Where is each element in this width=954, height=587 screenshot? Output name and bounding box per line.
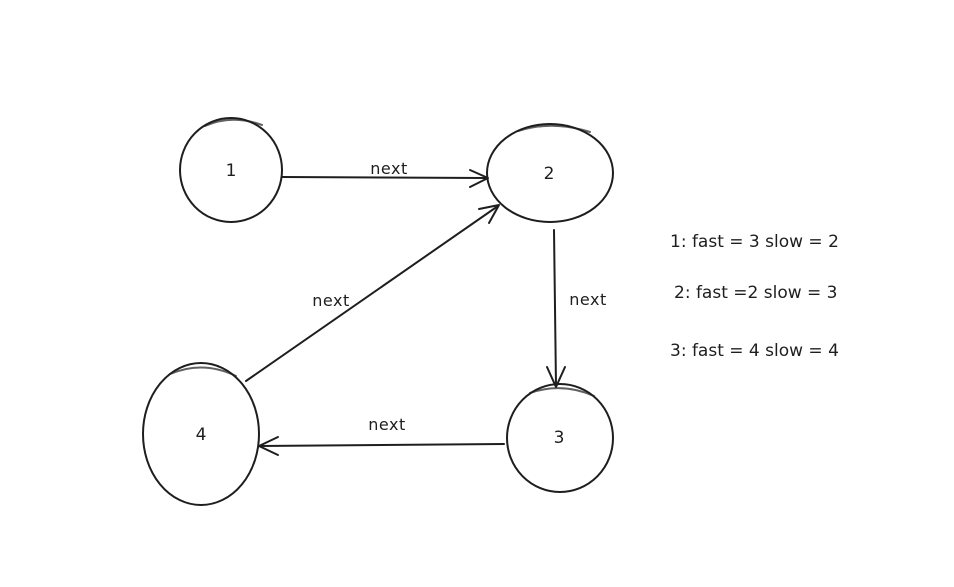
- edge-4-to-2-label: next: [312, 291, 349, 310]
- edge-2-to-3: next: [546, 229, 606, 388]
- edge-4-to-2: next: [245, 204, 500, 382]
- edge-1-to-2-label: next: [370, 159, 407, 178]
- note-iteration-2: 2: fast =2 slow = 3: [674, 283, 838, 303]
- node-2: 2: [486, 123, 614, 223]
- edge-3-to-4-label: next: [368, 415, 405, 434]
- note-iteration-3: 3: fast = 4 slow = 4: [670, 341, 839, 361]
- node-4: 4: [142, 362, 260, 506]
- node-1: 1: [179, 117, 283, 223]
- arrowhead-1-to-2: [469, 169, 489, 188]
- arrowhead-4-to-2: [478, 204, 500, 224]
- arrowhead-2-to-3: [546, 366, 566, 388]
- node-4-label: 4: [196, 425, 207, 445]
- edge-2-to-3-label: next: [569, 290, 606, 309]
- node-3-label: 3: [554, 428, 565, 448]
- edge-1-to-2: next: [281, 159, 489, 188]
- node-2-label: 2: [544, 164, 555, 184]
- note-iteration-1: 1: fast = 3 slow = 2: [670, 232, 839, 252]
- node-1-label: 1: [226, 161, 237, 181]
- edge-3-to-4: next: [258, 415, 505, 456]
- node-3: 3: [506, 383, 614, 493]
- arrowhead-3-to-4: [258, 436, 279, 456]
